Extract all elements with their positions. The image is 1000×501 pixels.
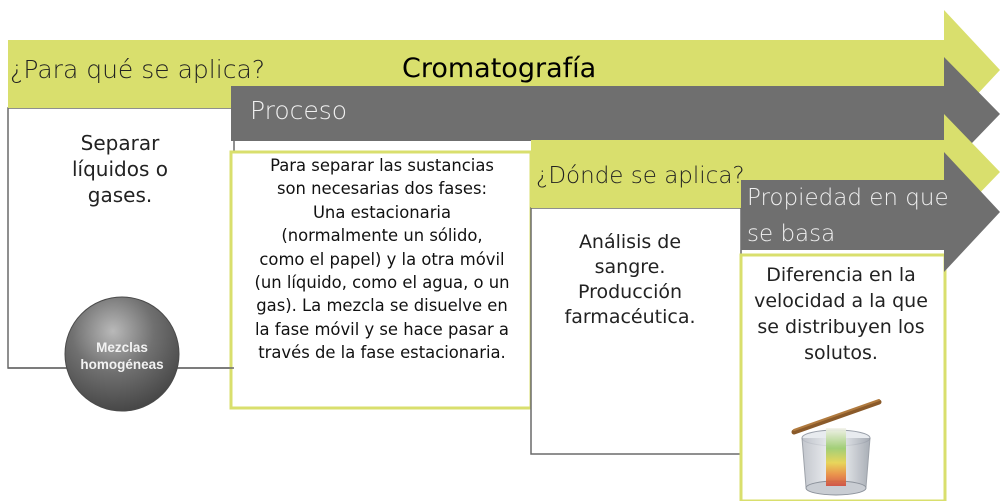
category-badge-label: Mezclas homogéneas xyxy=(80,340,164,372)
body-process-line: como el papel) y la otra móvil xyxy=(259,249,505,269)
body-process-line: (normalmente un sólido, xyxy=(281,226,483,246)
heading-application: ¿Para qué se aplica? xyxy=(10,55,266,84)
column-box-where xyxy=(530,207,742,455)
body-process-line: Para separar las sustancias xyxy=(270,156,494,175)
body-process-line: través de la fase estacionaria. xyxy=(258,343,506,363)
heading-where: ¿Dónde se aplica? xyxy=(536,163,745,189)
chromatography-beaker-icon xyxy=(791,399,882,496)
diagram-title: Cromatografía xyxy=(402,53,597,84)
body-application: Separar líquidos o gases. xyxy=(72,131,168,207)
arrow-band-process xyxy=(231,57,1000,172)
badge-sphere xyxy=(64,296,180,412)
body-property: Diferencia en la velocidad a la que se d… xyxy=(754,264,928,364)
heading-process: Proceso xyxy=(250,96,348,125)
body-process-line: la fase móvil y se hace pasar a xyxy=(255,319,509,339)
body-process-line: (un líquido, como el agua, o un xyxy=(254,273,510,293)
column-box-process xyxy=(229,150,533,410)
arrow-band-property xyxy=(741,152,1000,272)
heading-property: Propiedad en que se basa xyxy=(747,185,949,247)
body-process-line: son necesarias dos fases: xyxy=(276,179,488,199)
body-process-line: Una estacionaria xyxy=(312,202,452,222)
body-process: Para separar las sustancias son necesari… xyxy=(233,154,531,365)
body-where: Análisis de sangre. Producción farmacéut… xyxy=(564,231,696,328)
body-process-line: gas). La mezcla se disuelve en xyxy=(256,296,508,316)
